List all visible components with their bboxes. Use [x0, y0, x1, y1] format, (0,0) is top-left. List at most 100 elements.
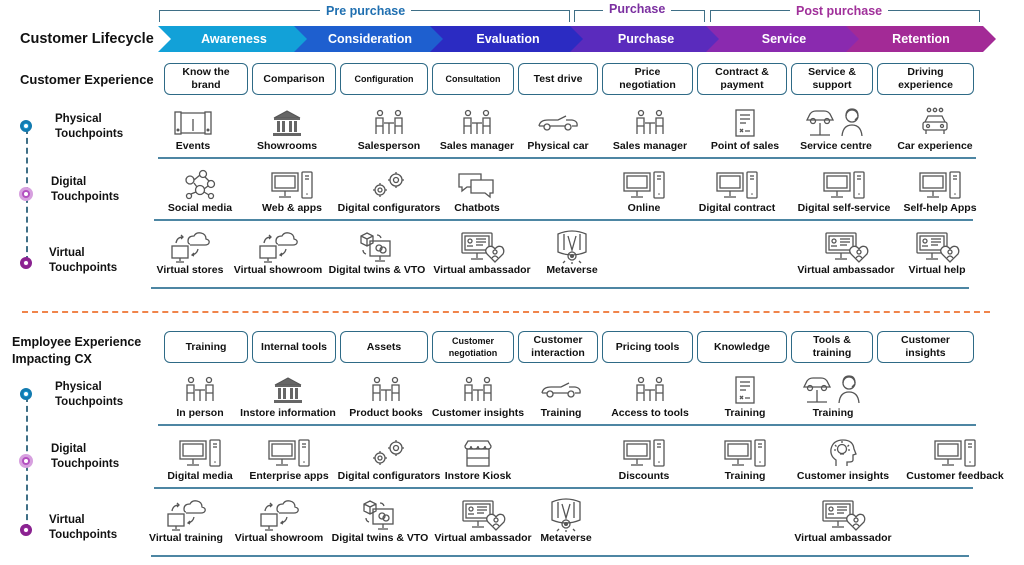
employee-digital-row-line: [154, 487, 973, 489]
customer-physical-label: Physical Touchpoints: [55, 113, 124, 140]
phase-label-purchase: Purchase: [603, 2, 672, 16]
cloud-computer-icon: [260, 500, 299, 531]
touchpoint-label: Virtual showroom: [233, 264, 323, 276]
experience-card: Comparison: [252, 63, 336, 95]
touchpoint-label: Product books: [349, 407, 423, 419]
car-lift-support-icon: [805, 108, 863, 138]
touchpoint-label: Digital configurators: [337, 202, 441, 214]
employee-physical-touchpoint: Instore information: [233, 375, 343, 419]
touchpoint-label: Discounts: [618, 470, 670, 482]
digital-node-icon: [19, 454, 33, 468]
employee-digital-touchpoint: Customer feedback: [900, 438, 1010, 482]
touchpoint-label: Sales manager: [439, 140, 515, 152]
stage-evaluation: Evaluation: [430, 26, 586, 52]
digital-twin-icon: [362, 500, 398, 530]
cloud-computer-icon: [171, 232, 210, 263]
digital-twin-icon: [359, 232, 395, 262]
customer-virtual-touchpoint: Virtual ambassador: [427, 232, 537, 276]
physical-node-icon: [20, 120, 32, 132]
experience-card: Customer negotiation: [432, 331, 514, 363]
touchpoint-label: Digital twins & VTO: [328, 264, 426, 276]
employee-physical-touchpoint: Product books: [331, 375, 441, 419]
customer-lifecycle-title: Customer Lifecycle: [20, 31, 154, 47]
touchpoint-label: Digital media: [167, 470, 233, 482]
touchpoint-label: Metaverse: [546, 264, 598, 276]
touchpoint-label: Virtual ambassador: [433, 264, 531, 276]
touchpoint-label: In person: [176, 407, 224, 419]
virtual-node-icon: [20, 257, 32, 269]
meeting-icon: [459, 108, 495, 138]
experience-card: Test drive: [518, 63, 598, 95]
desktop-computer-icon: [179, 438, 221, 468]
touchpoint-label: Physical car: [527, 140, 589, 152]
touchpoint-label: Chatbots: [454, 202, 500, 214]
desktop-computer-icon: [934, 438, 976, 468]
meeting-icon: [368, 375, 404, 405]
touchpoint-label: Training: [812, 407, 854, 419]
desktop-computer-icon: [823, 170, 865, 200]
kiosk-icon: [460, 438, 496, 468]
metaverse-icon: [554, 230, 590, 264]
gears-icon: [371, 170, 407, 200]
stage-retention: Retention: [846, 26, 996, 52]
employee-physical-touchpoint: Training: [778, 375, 888, 419]
experience-card: Customer insights: [877, 331, 974, 363]
customer-physical-touchpoint: Car experience: [880, 107, 990, 152]
touchpoint-label: Virtual ambassador: [794, 532, 892, 544]
employee-physical-label: Physical Touchpoints: [55, 381, 124, 408]
touchpoint-label: Instore information: [240, 407, 336, 419]
customer-physical-touchpoint: Physical car: [503, 108, 613, 152]
employee-digital-touchpoint: Enterprise apps: [234, 438, 344, 482]
meeting-icon: [632, 375, 668, 405]
touchpoint-label: Customer insights: [431, 407, 525, 419]
customer-digital-touchpoint: Digital self-service: [789, 170, 899, 214]
touchpoint-label: Car experience: [897, 140, 973, 152]
experience-card: Configuration: [340, 63, 428, 95]
cloud-computer-icon: [167, 500, 206, 531]
employee-virtual-touchpoint: Digital twins & VTO: [325, 500, 435, 544]
customer-virtual-touchpoint: Virtual stores: [135, 232, 245, 276]
experience-card: Contract & payment: [697, 63, 787, 95]
stage-awareness: Awareness: [158, 26, 310, 52]
customer-physical-touchpoint: Service centre: [781, 108, 891, 152]
virtual-ambassador-icon: [825, 232, 869, 263]
meeting-icon: [632, 108, 668, 138]
customer-experience-title: Customer Experience: [20, 72, 154, 87]
employee-physical-touchpoint: Training: [506, 375, 616, 419]
experience-card: Service & support: [791, 63, 873, 95]
experience-card: Know the brand: [164, 63, 248, 95]
digital-node-icon: [19, 187, 33, 201]
building-icon: [269, 108, 305, 138]
touchpoint-label: Virtual showroom: [234, 532, 324, 544]
touchpoint-label: Virtual help: [908, 264, 966, 276]
customer-physical-touchpoint: Sales manager: [595, 108, 705, 152]
employee-physical-row-line: [158, 424, 976, 426]
customer-digital-touchpoint: Online: [589, 170, 699, 214]
touchpoint-label: Virtual ambassador: [797, 264, 895, 276]
virtual-ambassador-icon: [916, 232, 960, 263]
employee-virtual-touchpoint: Virtual ambassador: [788, 500, 898, 544]
touchpoint-label: Events: [175, 140, 211, 152]
customer-physical-touchpoint: Sales manager: [422, 108, 532, 152]
employee-virtual-label: Virtual Touchpoints: [49, 514, 118, 541]
convertible-car-icon: [538, 108, 578, 138]
desktop-computer-icon: [919, 170, 961, 200]
touchpoint-label: Salesperson: [357, 140, 421, 152]
experience-card: Pricing tools: [602, 331, 693, 363]
customer-digital-touchpoint: Chatbots: [422, 170, 532, 214]
employee-digital-touchpoint: Discounts: [589, 438, 699, 482]
building-icon: [270, 375, 306, 405]
touchpoint-label: Training: [724, 470, 766, 482]
customer-digital-touchpoint: Self-help Apps: [885, 170, 995, 214]
experience-card: Training: [164, 331, 248, 363]
employee-digital-touchpoint: Digital configurators: [334, 438, 444, 482]
contract-icon: [727, 108, 763, 138]
virtual-ambassador-icon: [461, 232, 505, 263]
gears-icon: [371, 438, 407, 468]
virtual-ambassador-icon: [462, 500, 506, 531]
customer-physical-touchpoint: Salesperson: [334, 108, 444, 152]
desktop-computer-icon: [724, 438, 766, 468]
virtual-node-icon: [20, 524, 32, 536]
stage-purchase: Purchase: [570, 26, 722, 52]
virtual-ambassador-icon: [822, 500, 866, 531]
